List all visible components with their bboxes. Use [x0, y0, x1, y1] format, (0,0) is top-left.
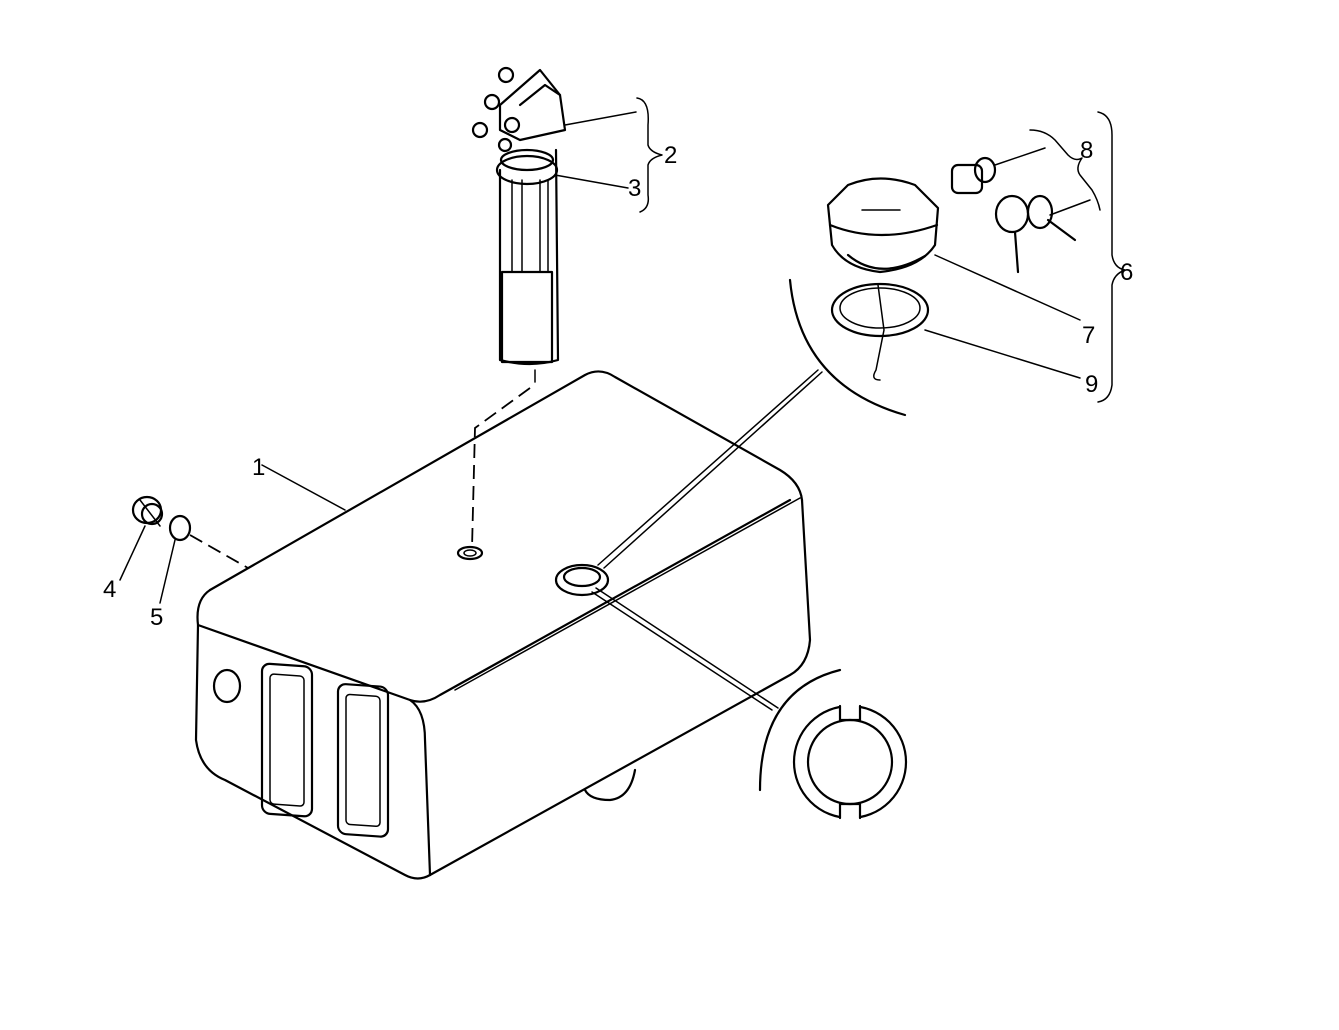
callout-1: 1: [252, 454, 265, 481]
detail-arc-neck: [758, 668, 842, 792]
drain-plug-install-line: [189, 534, 249, 569]
fuel-tank: [194, 370, 812, 880]
callout-7: 7: [1082, 322, 1095, 349]
gasket-ring: [830, 282, 930, 338]
drain-plug: [131, 495, 164, 527]
bracket-8: [1029, 129, 1101, 211]
leader-9: [924, 329, 1081, 379]
lock-cylinder: [950, 156, 997, 195]
callout-6: 6: [1120, 259, 1133, 286]
detail-line-cap-1: [597, 369, 819, 566]
detail-line-neck-2: [595, 587, 779, 709]
keys: [994, 194, 1077, 274]
callout-5: 5: [150, 604, 163, 631]
leader-4: [119, 525, 146, 581]
gasket-ring-inner: [839, 287, 921, 329]
leader-2: [564, 111, 637, 126]
leader-8a: [994, 147, 1046, 166]
detail-arc-cap: [788, 278, 907, 417]
tether: [873, 284, 885, 381]
leader-1: [261, 464, 346, 511]
callout-8: 8: [1080, 137, 1093, 164]
o-ring: [168, 514, 192, 542]
callout-2: 2: [664, 142, 677, 169]
leader-5: [159, 539, 176, 604]
detail-line-neck-1: [591, 591, 773, 711]
leader-3: [554, 174, 629, 189]
callout-4: 4: [103, 576, 116, 603]
leader-7: [934, 254, 1081, 321]
bracket-2: [636, 97, 663, 213]
fuel-level-sender: [471, 66, 567, 383]
bracket-6: [1097, 111, 1126, 403]
leader-8b: [1049, 199, 1091, 216]
filler-neck-detail: [758, 668, 908, 822]
filler-cap: [826, 177, 940, 274]
callout-3: 3: [628, 175, 641, 202]
detail-line-cap-2: [603, 371, 823, 569]
callout-9: 9: [1085, 371, 1098, 398]
sender-install-line: [471, 387, 531, 549]
